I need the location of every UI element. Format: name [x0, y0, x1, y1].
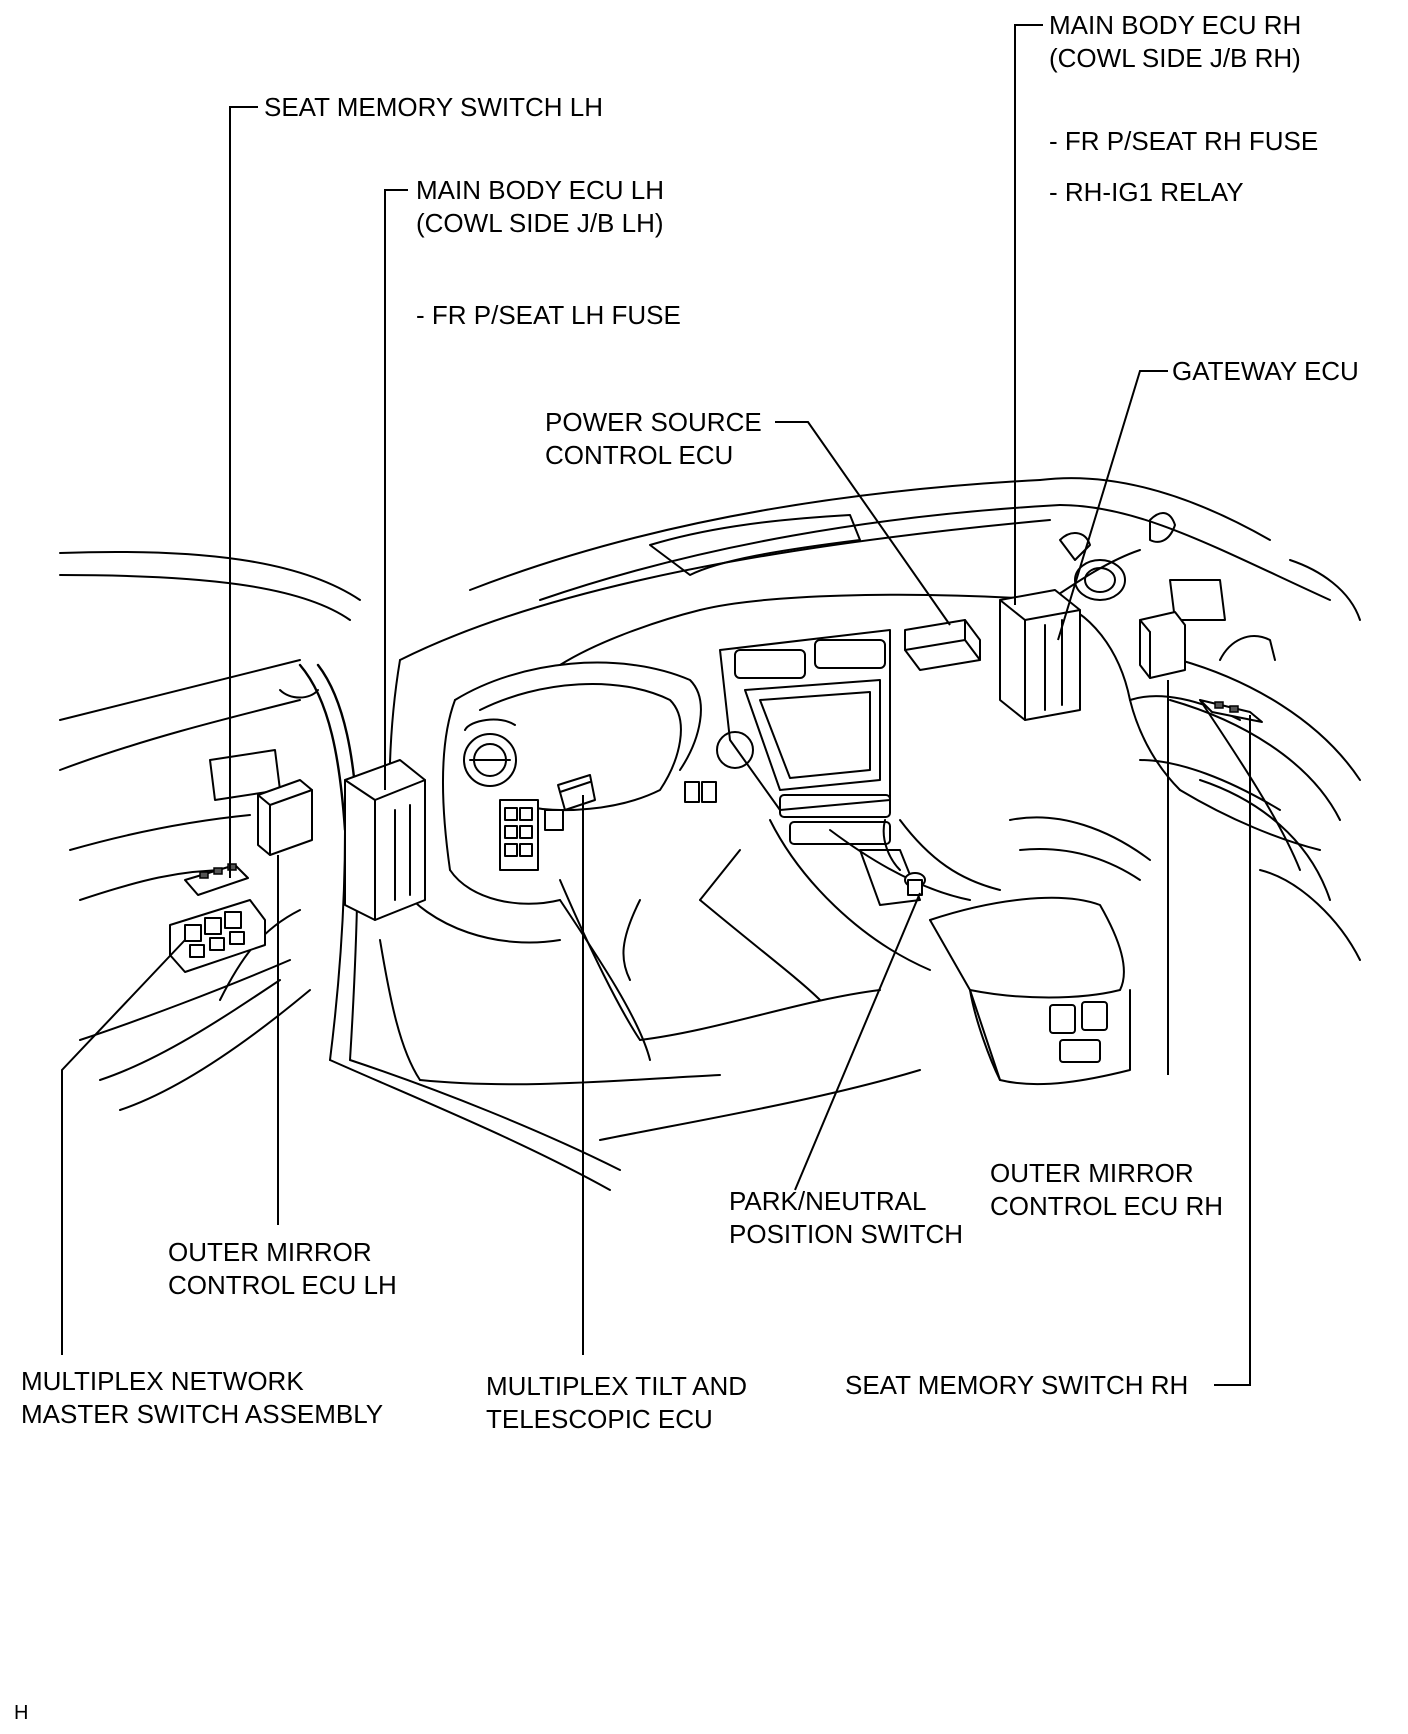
outer-mirror-control-ecu-rh-label: OUTER MIRROR CONTROL ECU RH	[990, 1157, 1223, 1223]
outer-mirror-control-ecu-lh-label-line2: CONTROL ECU LH	[168, 1270, 397, 1300]
multiplex-network-master-switch-label-line2: MASTER SWITCH ASSEMBLY	[21, 1399, 384, 1429]
main-body-ecu-rh-label-line1: MAIN BODY ECU RH	[1049, 10, 1302, 40]
outer-mirror-control-ecu-lh-label-line1: OUTER MIRROR	[168, 1237, 372, 1267]
seat-memory-switch-rh-unit	[1199, 699, 1263, 723]
main-body-ecu-lh-unit	[344, 759, 426, 921]
seat-memory-switch-lh-unit	[184, 863, 249, 896]
power-source-control-ecu-label-line1: POWER SOURCE	[545, 407, 762, 437]
multiplex-tilt-telescopic-ecu-label: MULTIPLEX TILT AND TELESCOPIC ECU	[486, 1370, 747, 1436]
dashboard-outline	[59, 477, 1361, 1191]
seat-memory-switch-lh-label: SEAT MEMORY SWITCH LH	[264, 92, 604, 122]
multiplex-network-master-switch-label-line1: MULTIPLEX NETWORK	[21, 1366, 304, 1396]
multiplex-tilt-telescopic-ecu-label-line1: MULTIPLEX TILT AND	[486, 1371, 748, 1401]
seat-memory-switch-rh-label: SEAT MEMORY SWITCH RH	[845, 1370, 1189, 1400]
main-body-ecu-lh-label-line1: MAIN BODY ECU LH	[416, 175, 665, 205]
main-body-ecu-rh-label: MAIN BODY ECU RH (COWL SIDE J/B RH)	[1049, 9, 1301, 75]
multiplex-network-master-switch-label: MULTIPLEX NETWORK MASTER SWITCH ASSEMBLY	[21, 1365, 383, 1431]
multiplex-tilt-telescopic-ecu-unit	[557, 774, 596, 811]
multiplex-tilt-telescopic-ecu-label-line2: TELESCOPIC ECU	[486, 1404, 713, 1434]
park-neutral-position-switch-label: PARK/NEUTRAL POSITION SWITCH	[729, 1185, 963, 1251]
rh-relay-label: - RH-IG1 RELAY	[1049, 177, 1244, 207]
outer-mirror-control-ecu-lh-label: OUTER MIRROR CONTROL ECU LH	[168, 1236, 397, 1302]
gateway-ecu-label: GATEWAY ECU	[1172, 356, 1359, 386]
outer-mirror-control-ecu-lh-unit	[257, 779, 313, 856]
main-body-ecu-rh-unit	[999, 589, 1081, 721]
park-neutral-position-switch-label-line1: PARK/NEUTRAL	[729, 1186, 927, 1216]
park-neutral-position-switch-label-line2: POSITION SWITCH	[729, 1219, 963, 1249]
main-body-ecu-lh-label-line2: (COWL SIDE J/B LH)	[416, 208, 664, 238]
lh-fuse-label: - FR P/SEAT LH FUSE	[416, 300, 681, 330]
main-body-ecu-lh-label: MAIN BODY ECU LH (COWL SIDE J/B LH)	[416, 174, 664, 240]
outer-mirror-control-ecu-rh-label-line1: OUTER MIRROR	[990, 1158, 1194, 1188]
power-source-control-ecu-label: POWER SOURCE CONTROL ECU	[545, 406, 762, 472]
rh-fuse-label: - FR P/SEAT RH FUSE	[1049, 126, 1319, 156]
main-body-ecu-rh-label-line2: (COWL SIDE J/B RH)	[1049, 43, 1301, 73]
multiplex-network-master-switch-unit	[169, 899, 266, 973]
outer-mirror-control-ecu-rh-unit	[1139, 611, 1186, 679]
figure-code: H	[14, 1702, 29, 1724]
leader-lines	[61, 24, 1251, 1386]
power-source-control-ecu-label-line2: CONTROL ECU	[545, 440, 734, 470]
outer-mirror-control-ecu-rh-label-line2: CONTROL ECU RH	[990, 1191, 1224, 1221]
power-source-control-ecu-unit	[904, 619, 981, 671]
